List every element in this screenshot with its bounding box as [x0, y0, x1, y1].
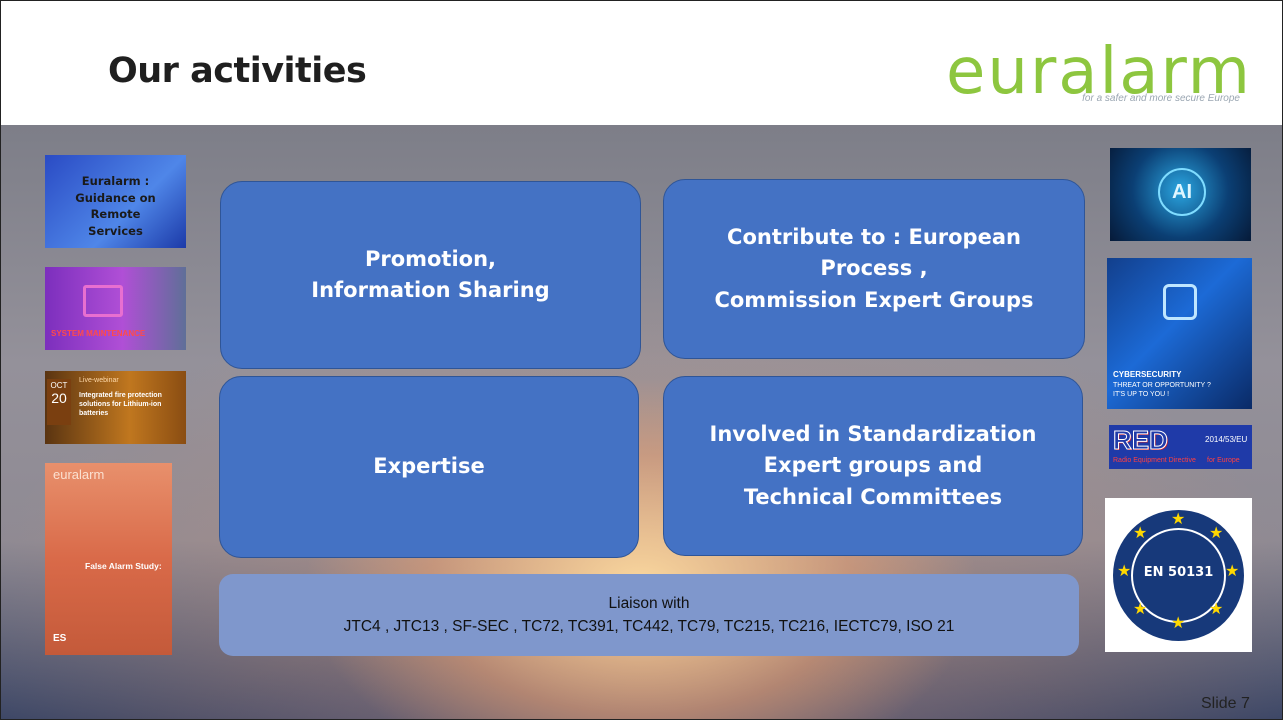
webinar-date-badge: OCT 20	[47, 379, 71, 425]
box-contribute: Contribute to : European Process , Commi…	[663, 179, 1085, 359]
cyber-title: CYBERSECURITY	[1113, 370, 1182, 379]
publisher-logo: ES	[53, 633, 67, 644]
red-label: RED	[1113, 425, 1169, 456]
maintenance-label: SYSTEM MAINTENANCE	[51, 329, 146, 338]
star-icon: ★	[1171, 511, 1186, 528]
thumb-en50131: EN 50131 ★ ★ ★ ★ ★ ★ ★ ★	[1105, 498, 1252, 652]
box-standardization-text: Involved in Standardization Expert group…	[709, 421, 1037, 509]
slide-header: Our activities euralarm for a safer and …	[1, 1, 1282, 126]
star-icon: ★	[1133, 601, 1148, 618]
star-icon: ★	[1117, 563, 1132, 580]
box-expertise-text: Expertise	[373, 454, 485, 479]
webinar-month: OCT	[50, 381, 68, 390]
padlock-icon	[1163, 284, 1197, 320]
webinar-day: 20	[51, 390, 67, 406]
en-inner-circle	[1131, 528, 1226, 623]
star-icon: ★	[1133, 525, 1148, 542]
box-contribute-text: Contribute to : European Process , Commi…	[714, 224, 1034, 312]
thumb-cybersecurity: CYBERSECURITY THREAT OR OPPORTUNITY ? IT…	[1107, 258, 1252, 409]
slide-number: Slide 7	[1201, 695, 1250, 712]
logo-wordmark: euralarm	[946, 35, 1252, 109]
remote-services-label: Euralarm : Guidance on Remote Services	[75, 174, 156, 239]
thumb-system-maintenance: SYSTEM MAINTENANCE	[45, 267, 186, 350]
thumb-false-alarm-study: euralarm False Alarm Study: ES	[45, 463, 172, 655]
red-directive-number: 2014/53/EU	[1205, 435, 1248, 444]
thumb-red-directive: RED 2014/53/EU Radio Equipment Directive…	[1109, 425, 1252, 469]
thumb-ai: AI	[1110, 148, 1251, 241]
red-subtitle: Radio Equipment Directive	[1113, 457, 1196, 464]
liaison-committees: JTC4 , JTC13 , SF-SEC , TC72, TC391, TC4…	[343, 618, 955, 635]
box-standardization: Involved in Standardization Expert group…	[663, 376, 1083, 556]
box-promotion-text: Promotion, Information Sharing	[311, 246, 550, 303]
slide-title: Our activities	[108, 51, 367, 91]
red-europe: for Europe	[1207, 457, 1240, 464]
liaison-heading: Liaison with	[608, 594, 690, 612]
star-icon: ★	[1171, 615, 1186, 632]
liaison-box: Liaison with JTC4 , JTC13 , SF-SEC , TC7…	[219, 574, 1079, 656]
logo-tagline: for a safer and more secure Europe	[1082, 93, 1240, 104]
thumb-remote-services: Euralarm : Guidance on Remote Services	[45, 155, 186, 248]
star-icon: ★	[1209, 525, 1224, 542]
cyber-subtitle: THREAT OR OPPORTUNITY ? IT'S UP TO YOU !	[1113, 382, 1211, 398]
webinar-title: Integrated fire protection solutions for…	[79, 392, 162, 418]
box-expertise: Expertise	[219, 376, 639, 558]
en-label: EN 50131	[1143, 565, 1214, 580]
maintenance-screen-icon	[83, 285, 123, 317]
box-promotion: Promotion, Information Sharing	[220, 181, 641, 369]
study-logo: euralarm	[53, 467, 105, 482]
ai-label: AI	[1158, 168, 1206, 216]
star-icon: ★	[1225, 563, 1240, 580]
star-icon: ★	[1209, 601, 1224, 618]
thumb-webinar: OCT 20 Live-webinar Integrated fire prot…	[45, 371, 186, 444]
study-title: False Alarm Study:	[85, 561, 162, 571]
euralarm-logo: euralarm for a safer and more secure Eur…	[946, 35, 1250, 111]
webinar-tag: Live-webinar	[79, 377, 119, 384]
